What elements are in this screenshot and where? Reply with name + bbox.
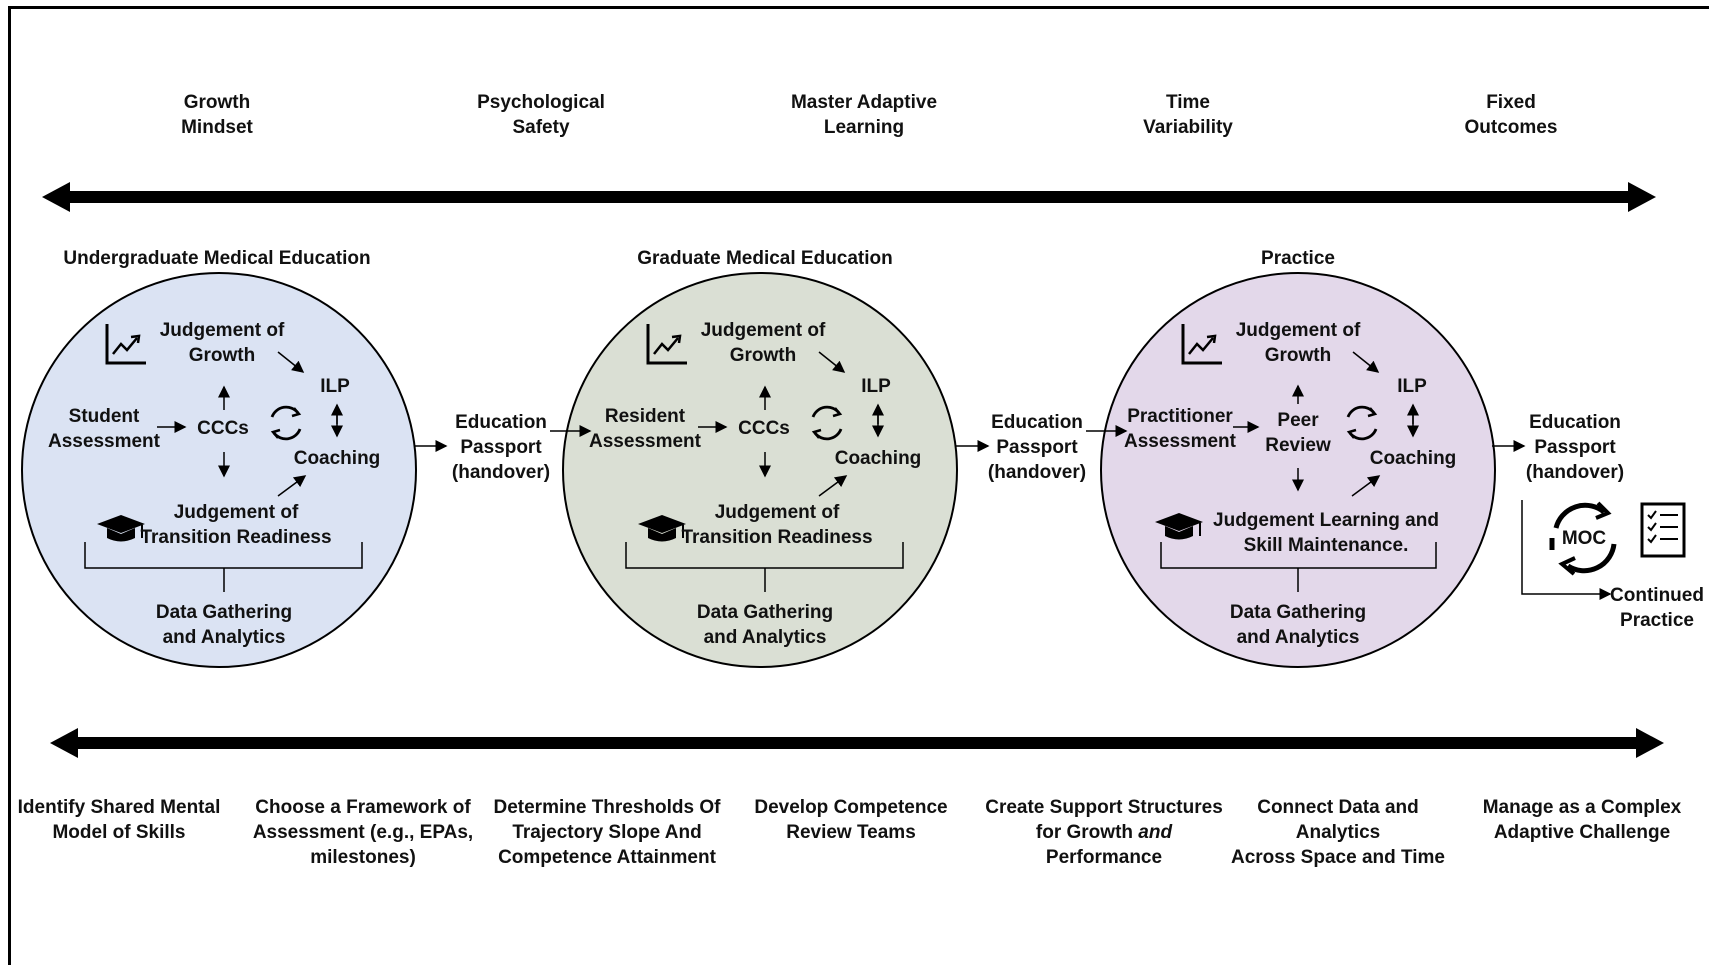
continued-practice: Continued Practice (1610, 585, 1704, 631)
gme-cycle-icon (805, 401, 849, 450)
practice-internal-arrows (1160, 351, 1437, 592)
gme-coaching: Coaching (834, 448, 922, 469)
ume-ilp: ILP (320, 376, 350, 397)
handover-label-2: Education Passport (handover) (987, 412, 1087, 483)
practice-skill-maintenance: Judgement Learning and Skill Maintenance… (1213, 510, 1439, 556)
practice-chart-icon (1180, 322, 1224, 371)
gme-resident-assessment: Resident Assessment (589, 406, 701, 452)
ume-student-assessment: Student Assessment (48, 406, 160, 452)
practice-ilp: ILP (1397, 376, 1427, 397)
gme-data-gathering: Data Gathering and Analytics (696, 602, 834, 648)
handover-arrows (414, 425, 1612, 600)
ume-cycle-icon (264, 401, 308, 450)
step-competence-review-teams: Develop Competence Review Teams (754, 797, 948, 843)
gme-graduation-cap-icon (637, 512, 687, 551)
principle-psychological-safety: Psychological Safety (477, 92, 605, 138)
practice-graduation-cap-icon (1154, 510, 1204, 549)
practice-practitioner-assessment: Practitioner Assessment (1124, 406, 1236, 452)
moc-cycle-icon: MOC (1542, 498, 1626, 578)
gme-chart-icon (645, 322, 689, 371)
gme-internal-arrows (625, 351, 904, 592)
moc-label: MOC (1561, 528, 1607, 549)
step-support-structures-text: Create Support Structures for Growth (985, 797, 1223, 843)
ume-transition-readiness: Judgement of Transition Readiness (140, 502, 332, 548)
practice-coaching: Coaching (1369, 448, 1457, 469)
gme-cccs: CCCs (738, 418, 790, 439)
step-support-structures: Create Support Structures for Growth and… (979, 795, 1229, 870)
handover-label-3: Education Passport (handover) (1525, 412, 1625, 483)
step-connect-data: Connect Data and Analytics Across Space … (1230, 797, 1446, 868)
practice-data-gathering: Data Gathering and Analytics (1229, 602, 1367, 648)
step-complex-adaptive-challenge: Manage as a Complex Adaptive Challenge (1482, 797, 1682, 843)
ume-coaching: Coaching (293, 448, 381, 469)
principle-time-variability: Time Variability (1143, 92, 1233, 138)
ume-judgement-of-growth: Judgement of Growth (159, 320, 285, 366)
ume-chart-icon (104, 322, 148, 371)
principle-master-adaptive-learning: Master Adaptive Learning (790, 92, 938, 138)
step-thresholds: Determine Thresholds Of Trajectory Slope… (493, 797, 721, 868)
bottom-double-arrow (50, 728, 1664, 758)
practice-peer-review: Peer Review (1265, 410, 1331, 456)
ume-internal-arrows (84, 351, 363, 592)
stage-title-practice: Practice (1261, 248, 1335, 269)
principle-growth-mindset: Growth Mindset (181, 92, 253, 138)
ume-data-gathering: Data Gathering and Analytics (155, 602, 293, 648)
step-support-structures-and: and (1138, 822, 1173, 843)
figure-frame (8, 6, 1709, 965)
checklist-icon (1640, 502, 1686, 563)
gme-judgement-of-growth: Judgement of Growth (700, 320, 826, 366)
ume-cccs: CCCs (197, 418, 249, 439)
stage-title-ume: Undergraduate Medical Education (63, 248, 371, 269)
ume-graduation-cap-icon (96, 512, 146, 551)
practice-judgement-of-growth: Judgement of Growth (1235, 320, 1361, 366)
step-framework-of-assessment: Choose a Framework of Assessment (e.g., … (252, 797, 474, 868)
handover-label-1: Education Passport (handover) (451, 412, 551, 483)
principle-fixed-outcomes: Fixed Outcomes (1464, 92, 1558, 138)
step-support-structures-tail: Performance (1045, 847, 1163, 868)
step-shared-mental-model: Identify Shared Mental Model of Skills (17, 797, 221, 843)
stage-title-gme: Graduate Medical Education (637, 248, 893, 269)
practice-cycle-icon (1340, 401, 1384, 450)
gme-transition-readiness: Judgement of Transition Readiness (681, 502, 873, 548)
gme-ilp: ILP (861, 376, 891, 397)
top-double-arrow (42, 182, 1656, 212)
